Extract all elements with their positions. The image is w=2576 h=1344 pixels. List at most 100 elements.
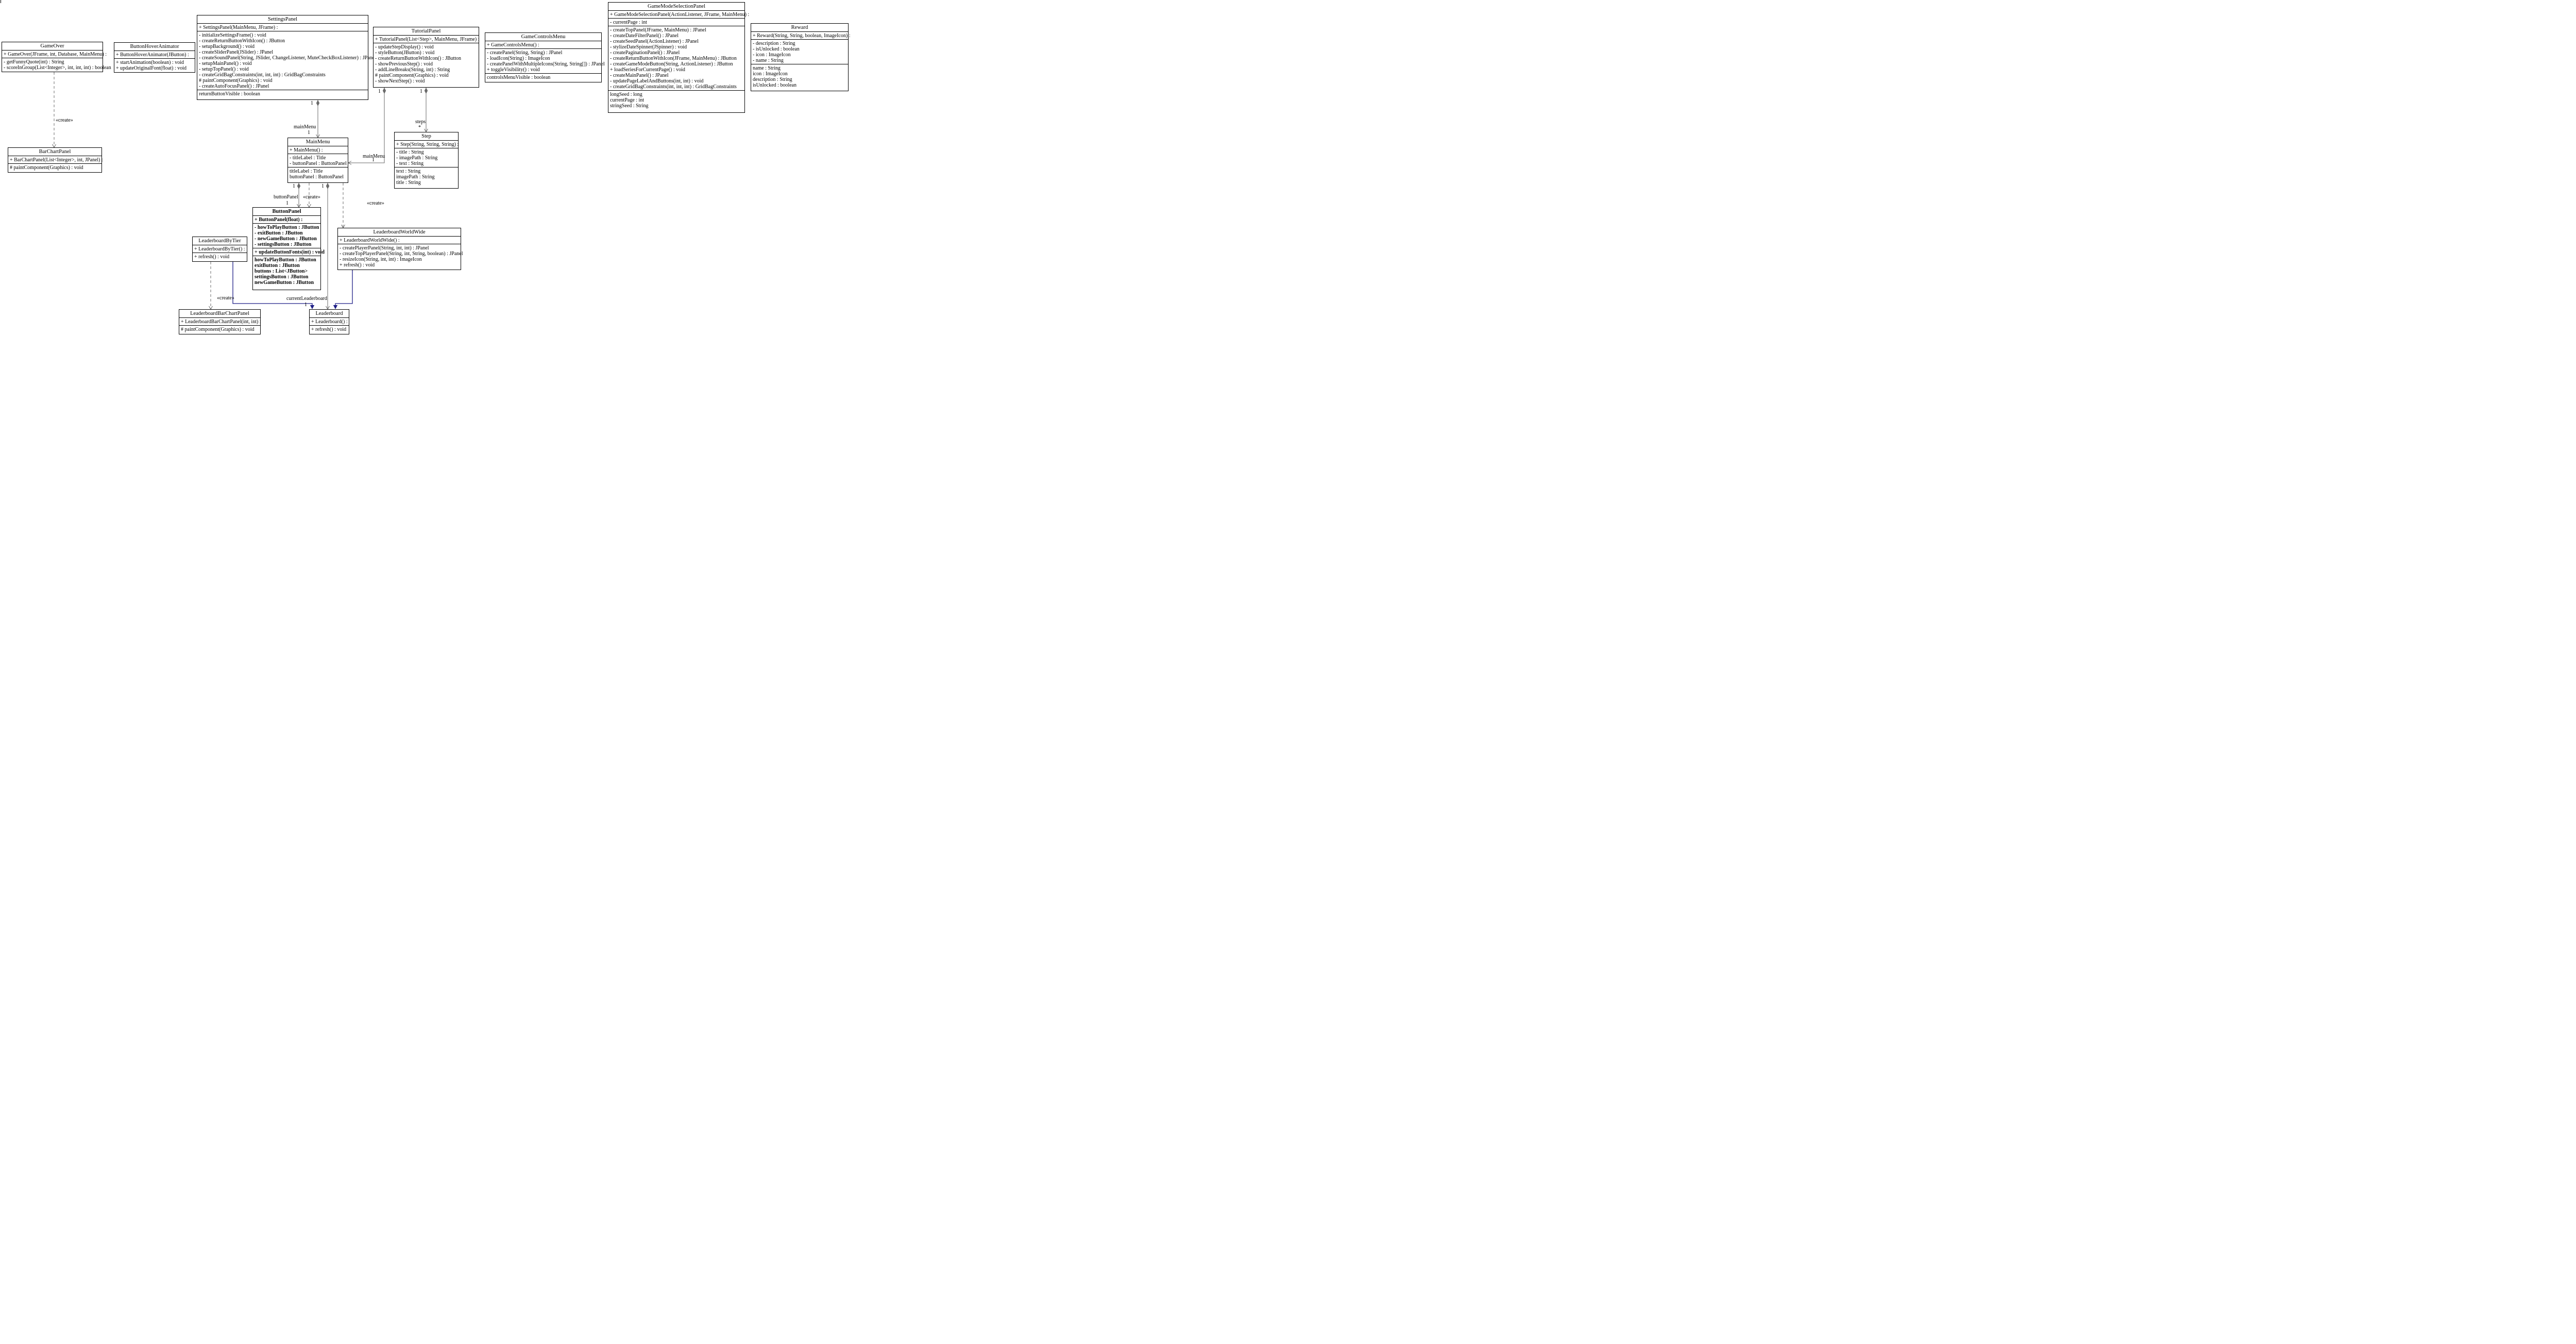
class-TutorialPanel[interactable]: TutorialPanel+ TutorialPanel(List<Step>,… <box>373 27 479 88</box>
class-member: - createPaginationPanel() : JPanel <box>610 49 680 56</box>
class-member: + refresh() : void <box>340 262 375 268</box>
class-member: - imagePath : String <box>396 155 438 161</box>
class-member: titleLabel : Title <box>290 168 323 174</box>
class-LeaderboardBarChartPanel[interactable]: LeaderboardBarChartPanel+ LeaderboardBar… <box>179 309 261 334</box>
class-compartment: + updateButtonFonts(int) : void <box>253 248 325 256</box>
class-member: exitButton : JButton <box>255 262 300 268</box>
class-member: - stylizeDateSpinner(JSpinner) : void <box>610 44 687 50</box>
class-member: - resizeIcon(String, int, int) : ImageIc… <box>340 256 422 262</box>
class-member: - createGridBagConstraints(int, int, int… <box>199 72 326 78</box>
class-member: - createDateFilterPanel() : JPanel <box>610 32 679 39</box>
class-member: + SettingsPanel(MainMenu, JFrame) : <box>199 24 278 30</box>
class-member: - createReturnButtonWithIcon() : JButton <box>375 55 462 61</box>
class-member: title : String <box>396 179 421 186</box>
class-compartment: + GameOver(JFrame, int, Database, MainMe… <box>2 51 107 58</box>
class-title: GameControlsMenu <box>485 33 601 41</box>
class-member: + GameOver(JFrame, int, Database, MainMe… <box>4 51 107 57</box>
class-title: MainMenu <box>288 138 348 146</box>
class-compartment: - getFunnyQuote(int) : String- scoreInGr… <box>2 58 111 72</box>
role-label: steps <box>415 119 426 125</box>
class-title: LeaderboardByTier <box>193 237 247 245</box>
class-compartment: - createTopPanel(JFrame, MainMenu) : JPa… <box>608 26 744 91</box>
class-Leaderboard[interactable]: Leaderboard+ Leaderboard() :+ refresh() … <box>309 309 349 334</box>
class-compartment: - description : String- isUnlocked : boo… <box>751 40 848 64</box>
class-compartment: + ButtonHoverAnimator(JButton) : <box>114 51 195 59</box>
class-title: TutorialPanel <box>374 27 479 36</box>
class-member: howToPlayButton : JButton <box>255 257 316 263</box>
class-member: returnButtonVisible : boolean <box>199 91 260 97</box>
open-arrowhead <box>348 161 352 165</box>
class-member: description : String <box>753 76 792 82</box>
class-compartment: + LeaderboardWorldWide() : <box>338 237 461 244</box>
class-SettingsPanel[interactable]: SettingsPanel+ SettingsPanel(MainMenu, J… <box>197 15 376 100</box>
class-member: + ButtonPanel(float) : <box>255 216 303 223</box>
class-member: stringSeed : String <box>610 103 649 109</box>
class-compartment: - initializeSettingsFrame() : void- crea… <box>197 31 376 90</box>
class-compartment: - titleLabel : Title- buttonPanel : Butt… <box>288 154 348 167</box>
class-member: - setupMainPanel() : void <box>199 60 252 66</box>
class-GameControlsMenu[interactable]: GameControlsMenu+ GameControlsMenu() : - … <box>485 32 605 82</box>
class-member: - createReturnButtonWithIcon(JFrame, Mai… <box>610 55 737 61</box>
association-tutorialpanel-mainmenu <box>348 88 385 163</box>
class-Step[interactable]: Step+ Step(String, String, String) :- ti… <box>394 132 459 189</box>
generalization-leaderboardbytier-leaderboard <box>232 262 313 305</box>
class-compartment: + ButtonPanel(float) : <box>253 216 320 224</box>
class-LeaderboardByTier[interactable]: LeaderboardByTier+ LeaderboardByTier() :… <box>192 237 247 262</box>
composition-diamond <box>424 88 428 94</box>
generalization-leaderboardworldwide-leaderboard <box>335 270 353 305</box>
class-ButtonHoverAnimator[interactable]: ButtonHoverAnimator+ ButtonHoverAnimator… <box>114 42 195 73</box>
class-member: newGameButton : JButton <box>255 279 314 285</box>
multiplicity-label: 1 <box>378 89 381 94</box>
class-member: + MainMenu() : <box>290 147 323 153</box>
class-MainMenu[interactable]: MainMenu+ MainMenu() :- titleLabel : Tit… <box>287 138 348 183</box>
class-member: - buttonPanel : ButtonPanel <box>290 160 347 166</box>
stereotype-label: «create» <box>303 194 320 200</box>
class-member: - createPanelWithMultipleIcons(String, S… <box>487 61 605 67</box>
class-member: - newGameButton : JButton <box>255 236 317 242</box>
generalization-arrowhead <box>333 305 338 309</box>
class-member: currentPage : int <box>610 97 645 103</box>
class-member: - icon : ImageIcon <box>753 52 791 58</box>
class-member: - createPlayerPanel(String, int, int) : … <box>340 245 429 251</box>
class-member: + TutorialPanel(List<Step>, MainMenu, JF… <box>375 36 480 42</box>
class-member: - isUnlocked : boolean <box>753 46 800 52</box>
multiplicity-label: 1 <box>311 100 313 106</box>
class-compartment: - updateStepDisplay() : void- styleButto… <box>374 43 479 87</box>
composition-diamond <box>326 183 330 189</box>
class-ButtonPanel[interactable]: ButtonPanel+ ButtonPanel(float) :- howTo… <box>252 207 325 290</box>
multiplicity-label: 1 <box>372 157 375 163</box>
class-member: - loadIcon(String) : ImageIcon <box>487 55 550 61</box>
class-compartment: + Reward(String, String, boolean, ImageI… <box>751 32 850 40</box>
class-member: icon : ImageIcon <box>753 71 788 77</box>
class-member: imagePath : String <box>396 174 435 180</box>
class-member: + loadSeriesForCurrentPage() : void <box>610 66 685 73</box>
class-title: LeaderboardWorldWide <box>338 228 461 237</box>
multiplicity-label: 1 <box>286 200 289 206</box>
class-GameModeSelectionPanel[interactable]: GameModeSelectionPanel+ GameModeSelectio… <box>608 2 749 113</box>
class-member: - createSeedPanel(ActionListener) : JPan… <box>610 38 699 44</box>
stereotype-label: «create» <box>56 117 73 123</box>
class-member: + updateOriginalFont(float) : void <box>116 65 187 71</box>
class-member: settingsButton : JButton <box>255 274 309 280</box>
class-member: + Step(String, String, String) : <box>396 141 459 147</box>
class-member: + startAnimation(boolean) : void <box>116 59 184 65</box>
class-member: + refresh() : void <box>311 326 347 332</box>
multiplicity-label: 1 <box>321 183 324 189</box>
class-GameOver[interactable]: GameOver+ GameOver(JFrame, int, Database… <box>2 42 111 72</box>
class-member: + toggleVisibility() : void <box>487 66 540 73</box>
class-member: - createMainPanel() : JPanel <box>610 72 669 78</box>
class-member: name : String <box>753 65 781 71</box>
class-compartment: + LeaderboardByTier() : <box>193 245 247 253</box>
class-member: + LeaderboardByTier() : <box>194 246 245 252</box>
class-BarChartPanel[interactable]: BarChartPanel+ BarChartPanel(List<Intege… <box>8 147 103 173</box>
class-title: Leaderboard <box>310 310 349 318</box>
class-member: - updateStepDisplay() : void <box>375 44 434 50</box>
class-compartment: - createPlayerPanel(String, int, int) : … <box>338 244 463 270</box>
class-Reward[interactable]: Reward+ Reward(String, String, boolean, … <box>751 23 850 91</box>
class-LeaderboardWorldWide[interactable]: LeaderboardWorldWide+ LeaderboardWorldWi… <box>337 228 463 270</box>
class-member: - showNextStep() : void <box>375 78 425 84</box>
class-member: - createTopPlayerPanel(String, int, Stri… <box>340 250 463 257</box>
class-compartment: + startAnimation(boolean) : void+ update… <box>114 59 195 72</box>
class-member: + GameControlsMenu() : <box>487 42 539 48</box>
